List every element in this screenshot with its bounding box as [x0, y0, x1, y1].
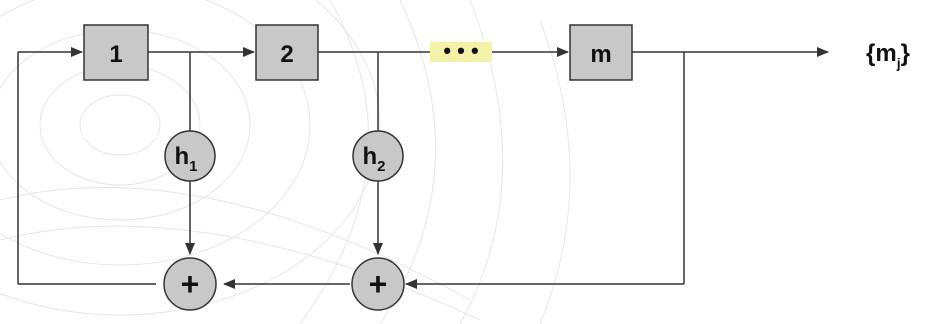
register-1: 1: [83, 24, 149, 81]
adder-2: +: [351, 257, 405, 311]
adder-1-symbol: +: [181, 266, 200, 302]
output-label-close: }: [901, 40, 910, 67]
tap-h2: h2: [352, 130, 404, 182]
tap-h1-sub: 1: [189, 158, 197, 175]
ellipsis: • • •: [443, 38, 478, 63]
tap-h1: h1: [164, 130, 216, 182]
tap-h2-base: h: [362, 143, 377, 170]
register-m: m: [569, 24, 633, 81]
register-m-label: m: [590, 41, 611, 68]
register-1-label: 1: [109, 41, 122, 68]
tap-h2-sub: 2: [377, 158, 385, 175]
output-label-open: {m: [866, 40, 897, 67]
adder-1: +: [163, 257, 217, 311]
svg-text:h1: h1: [174, 143, 197, 175]
output-label: {mj}: [866, 40, 910, 71]
svg-text:h2: h2: [362, 143, 385, 175]
register-2-label: 2: [280, 41, 293, 68]
tap-h1-base: h: [174, 143, 189, 170]
ellipsis-highlight: [430, 42, 492, 62]
register-2: 2: [255, 24, 319, 81]
adder-2-symbol: +: [369, 266, 388, 302]
output-label-sub: j: [896, 55, 901, 71]
connections: [17, 47, 829, 289]
